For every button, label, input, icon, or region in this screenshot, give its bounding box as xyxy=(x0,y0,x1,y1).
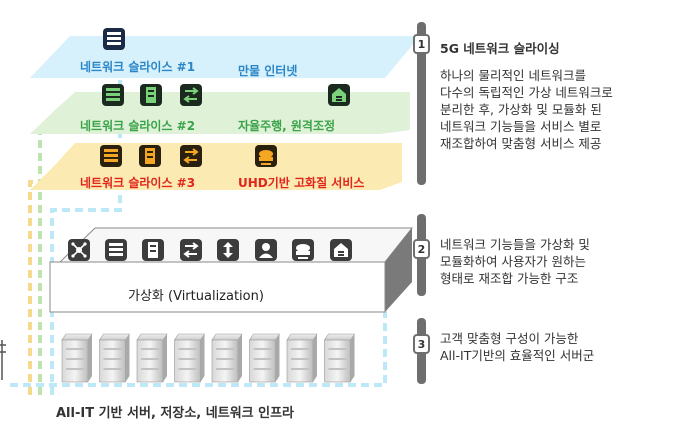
antenna-icon xyxy=(0,340,6,380)
server-icon xyxy=(102,84,124,106)
updown-icon xyxy=(217,239,239,261)
router-icon xyxy=(255,145,277,167)
server-rack-row xyxy=(61,333,356,383)
step-1-number: 1 xyxy=(418,38,426,51)
step-3-description: 고객 맞춤형 구성이 가능한 All-IT기반의 효율적인 서버군 xyxy=(440,330,594,364)
storage-icon xyxy=(139,145,161,167)
step-2-description: 네트워크 기능들을 가상화 및 모듈화하여 사용자가 원하는 형태로 재조합 가… xyxy=(440,236,590,287)
home-icon xyxy=(330,239,352,261)
slice-3-label: 네트워크 슬라이스 #3 xyxy=(80,176,196,190)
storage-icon xyxy=(142,239,164,261)
server-rack-icon xyxy=(286,333,318,383)
server-rack-icon xyxy=(323,333,356,383)
server-rack-icon xyxy=(248,333,281,383)
step-1-line: 다수의 독립적인 가상 네트워크로 xyxy=(440,85,613,100)
switch-icon xyxy=(180,145,202,167)
step-3-number: 3 xyxy=(418,338,426,351)
home-icon xyxy=(328,84,350,106)
connector-yellow xyxy=(28,180,80,395)
step-3-line: All-IT기반의 효율적인 서버군 xyxy=(440,348,595,363)
step-2-number: 2 xyxy=(418,243,426,256)
step-1-line: 재조합하여 맞춤형 서비스 제공 xyxy=(440,136,602,151)
step-1-line: 분리한 후, 가상화 및 모듈화 된 xyxy=(440,102,602,117)
step-2-line: 모듈화하여 사용자가 원하는 xyxy=(440,254,586,269)
step-1-title: 5G 네트워크 슬라이싱 xyxy=(440,41,560,56)
server-rack-icon xyxy=(98,333,131,383)
hub-icon xyxy=(68,239,90,261)
infrastructure-label: All-IT 기반 서버, 저장소, 네트워크 인프라 xyxy=(56,406,295,421)
server-icon xyxy=(100,145,122,167)
switch-icon xyxy=(180,84,202,106)
step-1-line: 하나의 물리적인 네트워크를 xyxy=(440,68,586,83)
server-rack-icon xyxy=(211,333,243,383)
server-rack-icon xyxy=(173,333,206,383)
slice-2-plane xyxy=(30,92,410,134)
step-1-description: 하나의 물리적인 네트워크를 다수의 독립적인 가상 네트워크로 분리한 후, … xyxy=(440,67,613,152)
switch-icon xyxy=(180,239,202,261)
storage-icon xyxy=(140,84,162,106)
step-2-line: 네트워크 기능들을 가상화 및 xyxy=(440,237,590,252)
server-rack-icon xyxy=(136,333,168,383)
server-rack-icon xyxy=(61,333,93,383)
slice-1-service: 만물 인터넷 xyxy=(238,64,298,78)
slice-1-plane xyxy=(30,36,420,78)
router-icon xyxy=(292,239,314,261)
user-icon xyxy=(255,239,277,261)
slice-3-plane xyxy=(30,143,402,190)
slice-1-label: 네트워크 슬라이스 #1 xyxy=(80,60,196,74)
slice-2-service: 자율주행, 원격조정 xyxy=(238,119,336,133)
virtualization-label: 가상화 (Virtualization) xyxy=(128,289,264,304)
server-icon xyxy=(103,28,125,50)
step-2-line: 형태로 재조합 가능한 구조 xyxy=(440,271,579,286)
step-1-line: 네트워크 기능들을 서비스 별로 xyxy=(440,119,602,134)
step-3-line: 고객 맞춤형 구성이 가능한 xyxy=(440,331,579,346)
step-brackets xyxy=(413,22,430,384)
server-icon xyxy=(105,239,127,261)
slice-3-service: UHD기반 고화질 서비스 xyxy=(238,176,365,190)
slice-2-label: 네트워크 슬라이스 #2 xyxy=(80,119,196,133)
